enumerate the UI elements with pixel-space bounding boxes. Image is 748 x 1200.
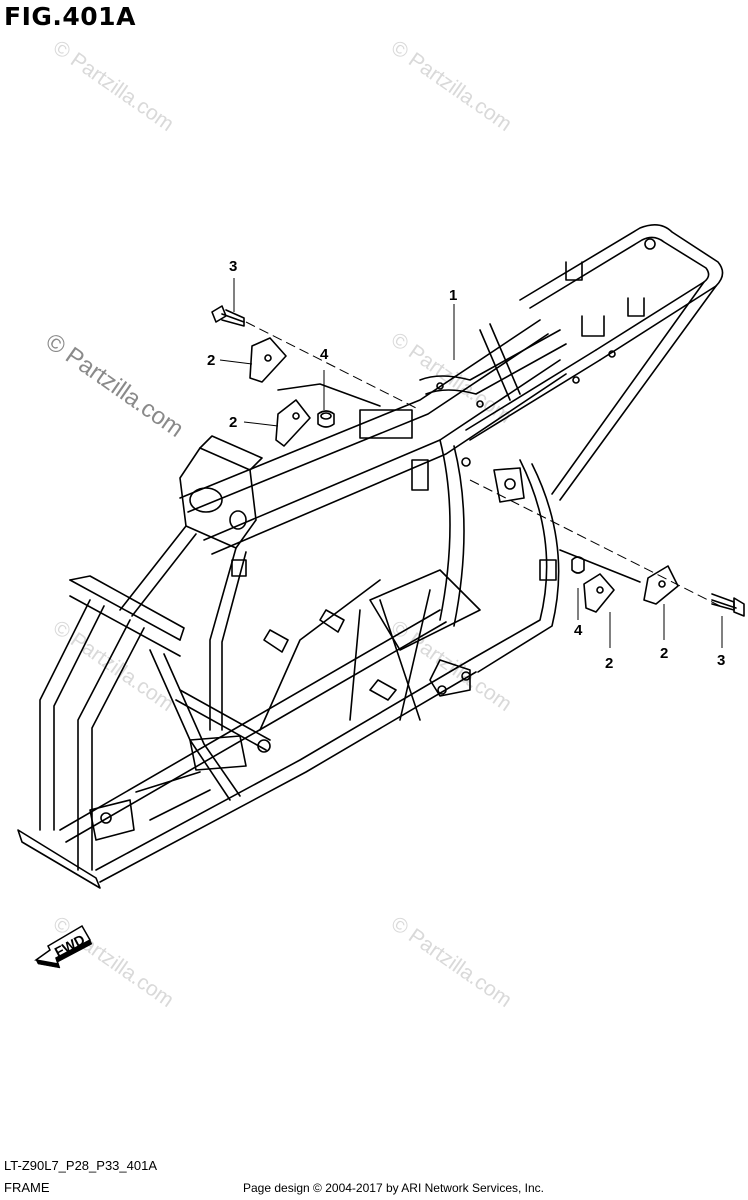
page-credit: Page design © 2004-2017 by ARI Network S… [243, 1181, 545, 1195]
section-name: FRAME [4, 1180, 50, 1195]
model-code: LT-Z90L7_P28_P33_401A [4, 1158, 157, 1173]
callout-4-left: 4 [320, 346, 329, 363]
fwd-arrow-icon: FWD [34, 924, 93, 969]
callout-2-lower-left: 2 [229, 414, 238, 431]
callout-2-right-outer: 2 [660, 645, 669, 662]
callout-3-right: 3 [717, 652, 726, 669]
callout-2-right-inner: 2 [605, 655, 614, 672]
callout-1: 1 [449, 287, 458, 304]
callout-2-upper-left: 2 [207, 352, 216, 369]
figure-title: FIG.401A [4, 2, 136, 31]
callout-4-right: 4 [574, 622, 583, 639]
callout-3-left: 3 [229, 258, 238, 275]
